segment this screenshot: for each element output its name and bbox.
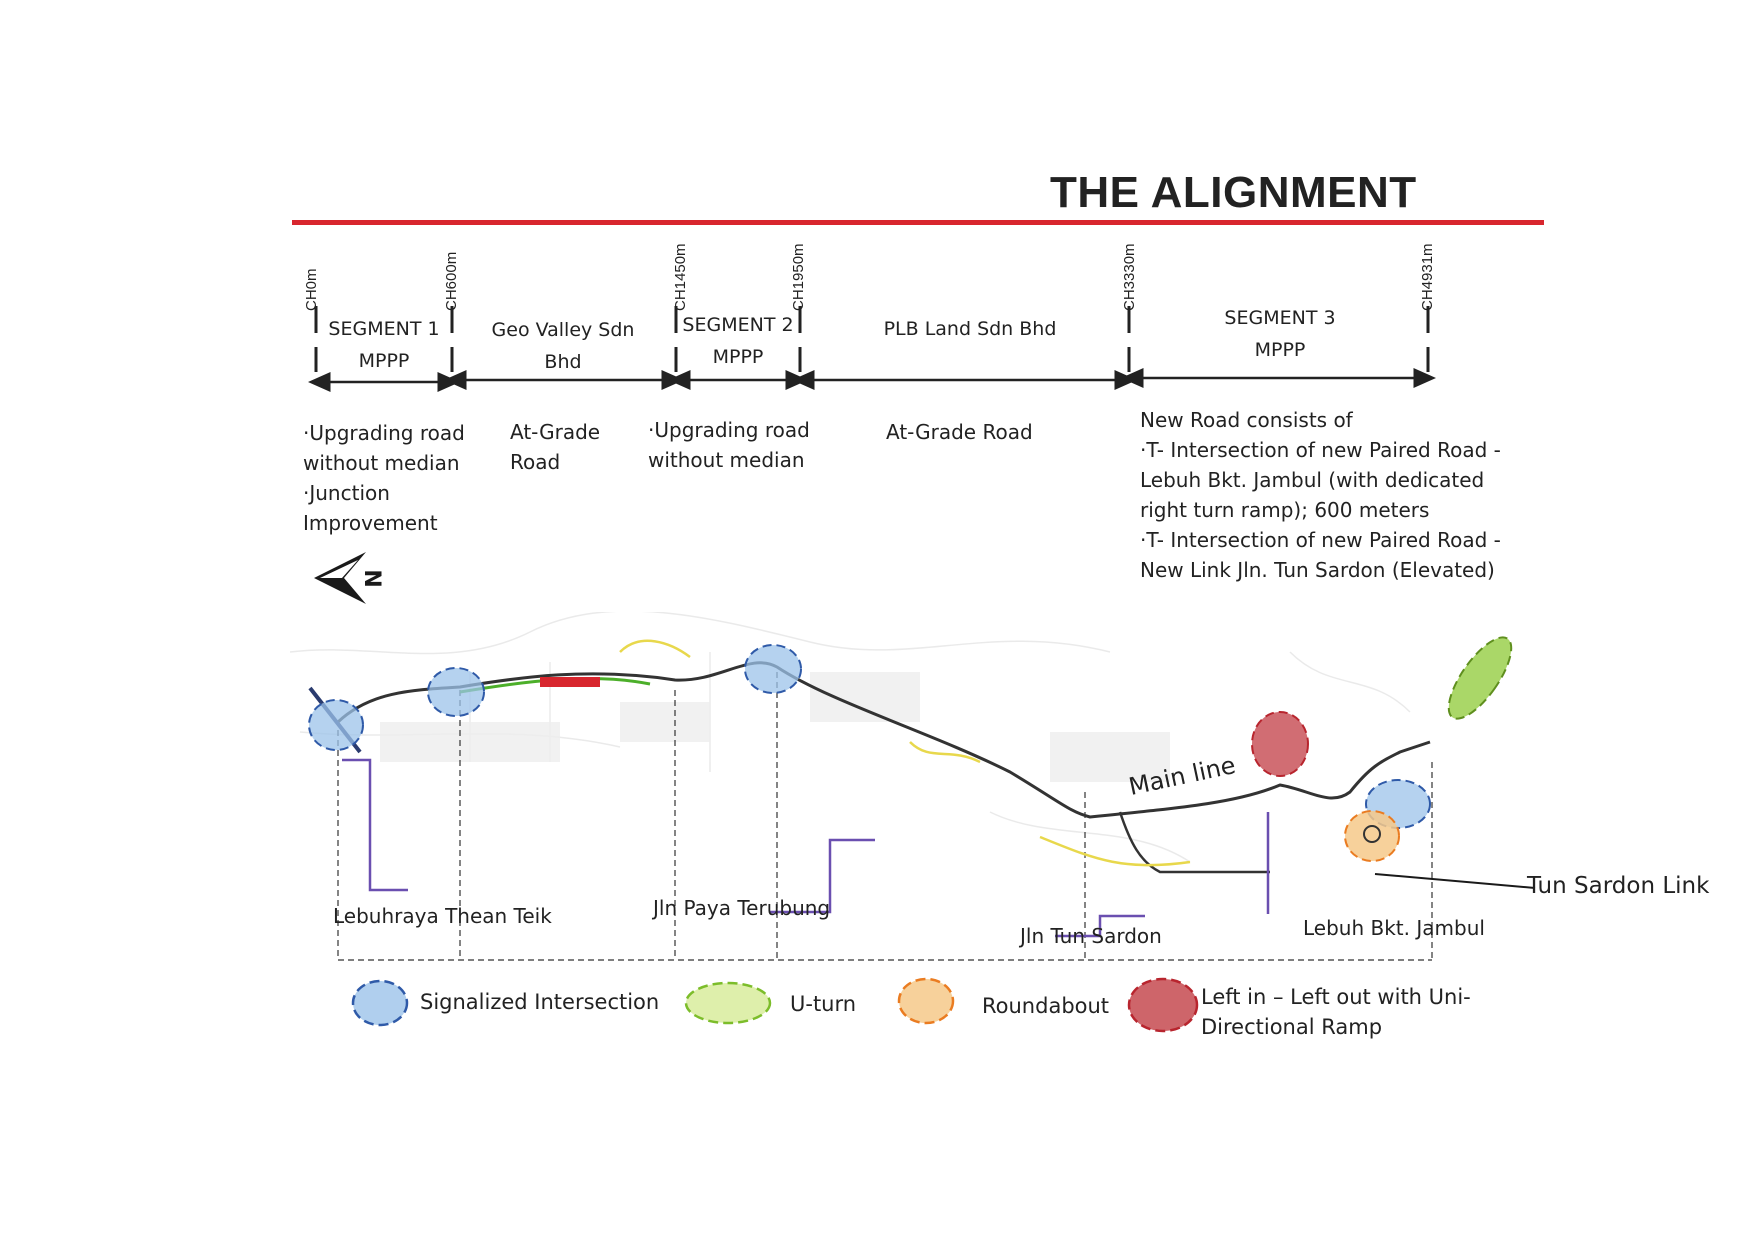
- segment-3-label: SEGMENT 3 MPPP: [1224, 307, 1336, 361]
- segment-bar: [308, 306, 1436, 392]
- segment-geo-valley-label: Geo Valley Sdn Bhd: [491, 319, 635, 373]
- legend-leftin-label: Left in – Left out with Uni- Directional…: [1201, 985, 1471, 1039]
- jln-paya-terubung-label: Jln Paya Terubung: [653, 896, 831, 920]
- lebuhraya-thean-teik-label: Lebuhraya Thean Teik: [333, 904, 552, 928]
- legend-symbols: [351, 977, 1199, 1033]
- segment-1-label: SEGMENT 1 MPPP: [328, 318, 440, 372]
- alignment-map: [290, 612, 1550, 972]
- segment-2-label: SEGMENT 2 MPPP: [682, 314, 794, 368]
- segment-plb-land-label: PLB Land Sdn Bhd: [883, 318, 1057, 340]
- jln-tun-sardon-label: Jln Tun Sardon: [1020, 924, 1162, 948]
- legend-uturn-label: U-turn: [790, 992, 857, 1016]
- north-arrow-icon: [314, 552, 366, 604]
- north-label: N: [362, 569, 388, 588]
- legend-leftin-swatch: [1127, 977, 1199, 1033]
- title-underline: [292, 220, 1544, 225]
- legend-uturn-swatch: [684, 981, 772, 1025]
- segment-1-description: ·Upgrading road without median ·Junction…: [303, 421, 465, 535]
- legend-signalized-swatch: [351, 979, 409, 1027]
- geo-valley-description: At-Grade Road: [510, 420, 601, 474]
- segment-3-description: New Road consists of ·T- Intersection of…: [1140, 408, 1501, 582]
- segment-2-description: ·Upgrading road without median: [648, 418, 810, 472]
- plb-land-description: At-Grade Road: [886, 420, 1033, 444]
- tun-sardon-link-label: Tun Sardon Link: [1527, 873, 1710, 899]
- lebuh-bkt-jambul-label: Lebuh Bkt. Jambul: [1303, 916, 1485, 940]
- legend-roundabout-swatch: [897, 977, 955, 1025]
- page-title: THE ALIGNMENT: [1050, 168, 1417, 217]
- legend-roundabout-label: Roundabout: [982, 994, 1110, 1018]
- legend-signalized-label: Signalized Intersection: [420, 990, 660, 1014]
